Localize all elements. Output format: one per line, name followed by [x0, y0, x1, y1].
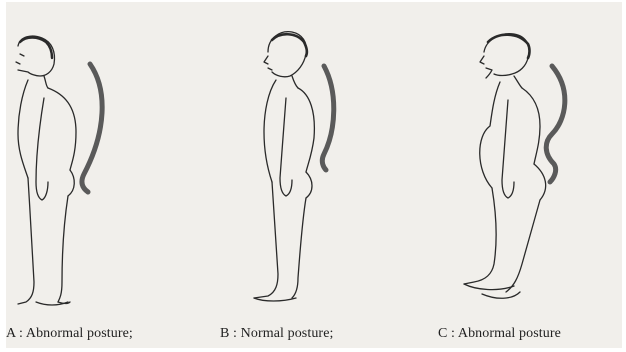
- spine-curve-a: [82, 64, 102, 192]
- spine-curve-b: [322, 66, 333, 170]
- caption-figure-c: C : Abnormal posture: [438, 326, 561, 342]
- posture-figures: [6, 2, 622, 348]
- scanned-paper: A : Abnormal posture; B : Normal posture…: [6, 2, 622, 348]
- caption-figure-b: B : Normal posture;: [220, 326, 334, 342]
- figure-a-body: [16, 36, 76, 305]
- spine-curve-c: [546, 66, 565, 182]
- figure-b-body: [254, 32, 314, 301]
- figure-c-body: [464, 34, 546, 299]
- caption-figure-a: A : Abnormal posture;: [6, 326, 133, 342]
